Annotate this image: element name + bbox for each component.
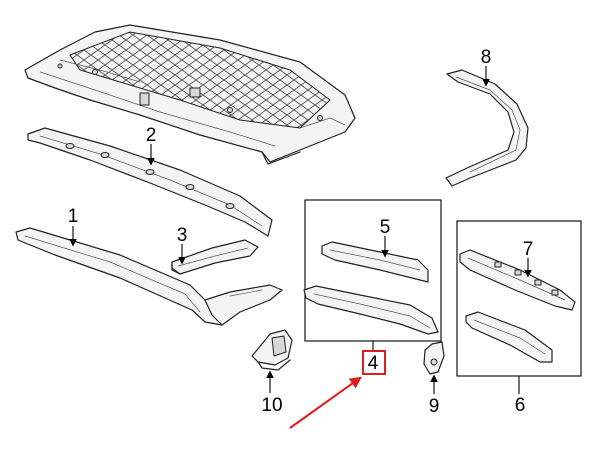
callout-1: 1 — [68, 206, 79, 227]
highlight-arrow — [289, 376, 362, 429]
part-10-clip — [251, 329, 293, 371]
highlight-box — [362, 350, 386, 375]
part-3-bracket — [171, 239, 259, 275]
part-9-clip — [423, 341, 445, 375]
leader-lines — [69, 66, 532, 394]
part-5-lower-piece — [303, 285, 439, 335]
callout-10: 10 — [261, 395, 282, 416]
callout-labels: 1 2 3 4 5 6 7 8 9 10 — [68, 47, 534, 417]
part-5-upper-piece — [321, 241, 429, 283]
callout-2: 2 — [146, 125, 157, 146]
callout-3: 3 — [177, 225, 188, 246]
part-1-header — [15, 227, 283, 326]
callout-4: 4 — [368, 353, 379, 374]
callout-9: 9 — [429, 396, 440, 417]
callout-6: 6 — [515, 395, 526, 416]
part-2-rail — [27, 127, 273, 237]
part-7-lower-piece — [465, 311, 553, 363]
part-7-upper-piece — [459, 249, 576, 311]
callout-5: 5 — [380, 217, 391, 238]
roof-panel-part — [24, 24, 356, 165]
part-8-molding — [445, 69, 529, 187]
callout-7: 7 — [523, 239, 534, 260]
callout-8: 8 — [481, 47, 492, 68]
